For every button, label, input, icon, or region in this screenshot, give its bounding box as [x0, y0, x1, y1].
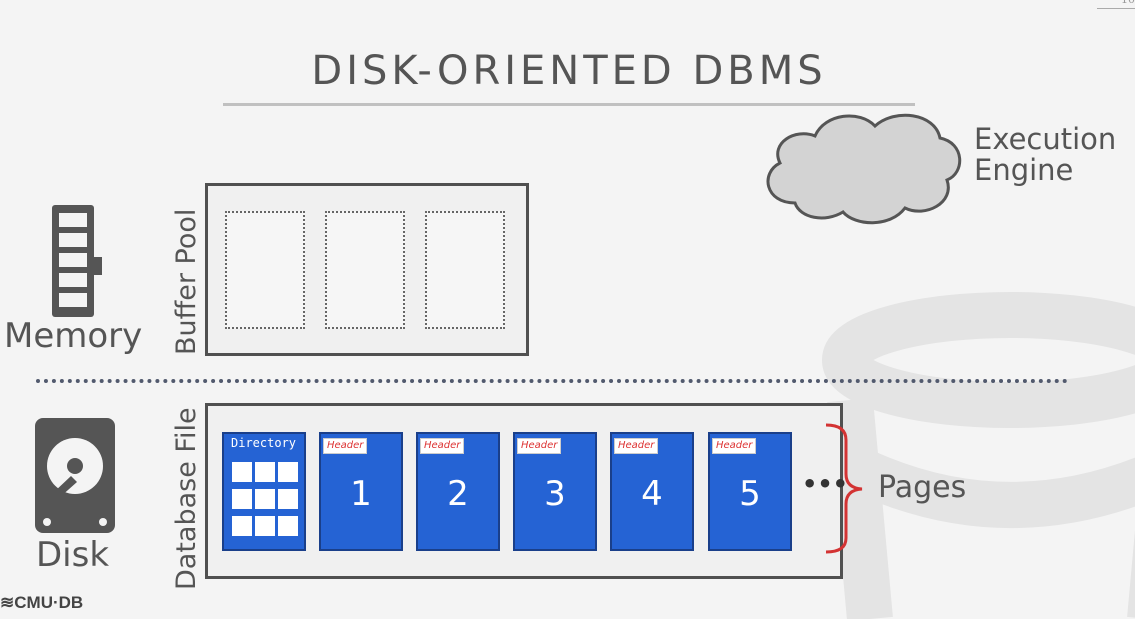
title-underline — [223, 103, 915, 106]
logo-text: CMU·DB — [14, 593, 84, 612]
page-header: Header — [712, 438, 756, 454]
page-2: Header 2 — [416, 432, 500, 551]
directory-cell — [232, 516, 252, 536]
buffer-frame — [325, 211, 405, 329]
buffer-frame — [425, 211, 505, 329]
cloud-icon — [766, 113, 962, 225]
execution-engine-line2: Engine — [974, 153, 1074, 187]
directory-label: Directory — [231, 436, 297, 450]
directory-cell — [278, 489, 298, 509]
page-header: Header — [420, 438, 464, 454]
execution-engine-line1: Execution — [974, 122, 1117, 156]
page-header: Header — [323, 438, 367, 454]
memory-disk-divider — [36, 379, 1068, 383]
pages-brace-icon — [825, 423, 863, 554]
page-header: Header — [614, 438, 658, 454]
more-pages-ellipsis: ••• — [802, 470, 849, 498]
directory-cell — [232, 462, 252, 482]
page-1: Header 1 — [319, 432, 403, 551]
directory-cell — [232, 489, 252, 509]
disk-label: Disk — [36, 535, 110, 575]
slide-number: 10 — [1097, 0, 1135, 9]
database-icon: ≋ — [0, 593, 15, 612]
database-file-label: Database File — [171, 407, 202, 590]
hard-drive-icon — [35, 418, 115, 533]
directory-cell — [255, 489, 275, 509]
directory-cell — [255, 516, 275, 536]
pages-label: Pages — [878, 470, 967, 505]
directory-cell — [255, 462, 275, 482]
page-number: 1 — [350, 474, 372, 514]
buffer-pool-label: Buffer Pool — [171, 208, 202, 355]
page-number: 2 — [447, 474, 469, 514]
memory-label: Memory — [4, 316, 143, 356]
page-4: Header 4 — [610, 432, 694, 551]
page-header: Header — [517, 438, 561, 454]
slide-title: DISK-ORIENTED DBMS — [311, 48, 827, 94]
page-5: Header 5 — [708, 432, 792, 551]
directory-cell — [278, 462, 298, 482]
page-number: 3 — [544, 474, 566, 514]
buffer-frame — [225, 211, 305, 329]
page-number: 5 — [739, 474, 761, 514]
memory-chip-icon — [52, 205, 102, 317]
directory-page — [222, 432, 306, 551]
page-number: 4 — [641, 474, 663, 514]
execution-engine-label: Execution Engine — [974, 124, 1116, 186]
page-3: Header 3 — [513, 432, 597, 551]
cmu-db-logo: ≋CMU·DB — [0, 593, 83, 613]
database-watermark-icon — [822, 292, 1135, 619]
directory-cell — [278, 516, 298, 536]
